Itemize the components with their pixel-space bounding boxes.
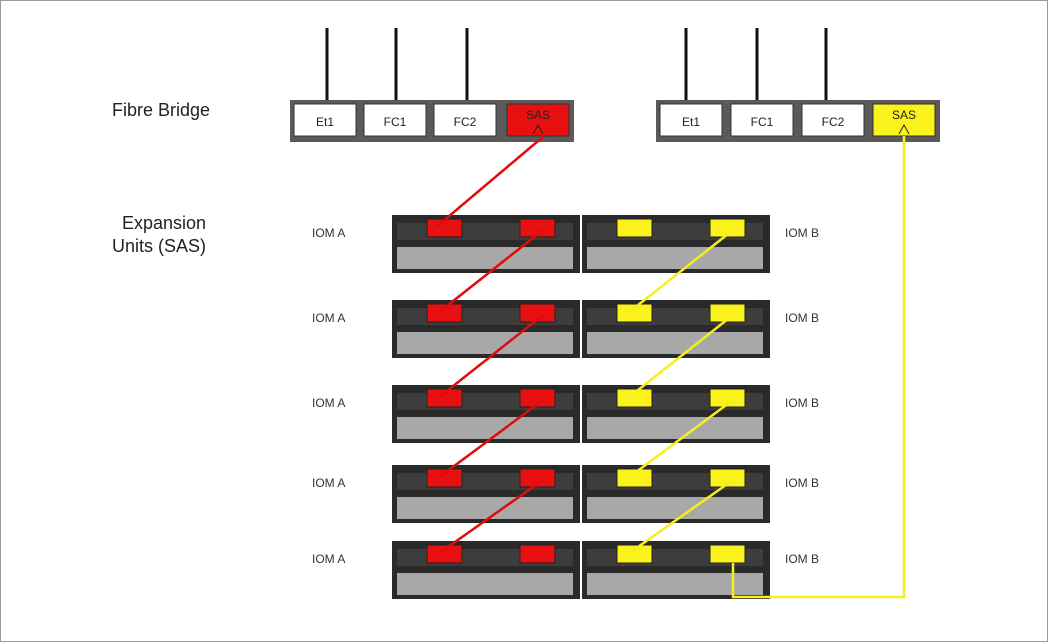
iom-vent bbox=[397, 417, 573, 439]
port-label: FC2 bbox=[454, 115, 477, 129]
iom-b-label: IOM B bbox=[785, 226, 819, 240]
iom-vent bbox=[397, 497, 573, 519]
iom-b-label: IOM B bbox=[785, 476, 819, 490]
iom-b-label: IOM B bbox=[785, 311, 819, 325]
port-label: FC1 bbox=[384, 115, 407, 129]
sas-cabling bbox=[434, 135, 906, 599]
iom-vent bbox=[587, 573, 763, 595]
red-cable-shelf3-to-shelf4 bbox=[437, 398, 544, 480]
port-et1[interactable] bbox=[293, 103, 357, 137]
red-cable-shelf1-to-shelf2 bbox=[437, 229, 544, 314]
port-fc2[interactable] bbox=[433, 103, 497, 137]
iom-a-label: IOM A bbox=[312, 311, 345, 325]
iom-a-label: IOM A bbox=[312, 552, 345, 566]
iom-a-out-port[interactable] bbox=[519, 218, 556, 238]
iom-vent bbox=[397, 573, 573, 595]
iom-b-out-port[interactable] bbox=[709, 388, 746, 408]
fibre-bridge-label: Fibre Bridge bbox=[112, 100, 210, 120]
port-label: Et1 bbox=[682, 115, 700, 129]
red-cable-shelf4-to-shelf5 bbox=[437, 478, 544, 556]
port-sas[interactable] bbox=[872, 103, 936, 137]
yellow-cable-shelf3-to-shelf4 bbox=[627, 398, 734, 480]
red-cable-shelf2-to-shelf3 bbox=[437, 314, 544, 399]
iom-a-out-port[interactable] bbox=[519, 388, 556, 408]
iom-vent bbox=[397, 247, 573, 269]
iom-a-in-port[interactable] bbox=[426, 303, 463, 323]
iom-a-in-port[interactable] bbox=[426, 218, 463, 238]
sas-triangle-icon bbox=[898, 123, 910, 135]
iom-vent bbox=[587, 417, 763, 439]
iom-b-label: IOM B bbox=[785, 552, 819, 566]
iom-a-label: IOM A bbox=[312, 226, 345, 240]
port-label: FC1 bbox=[751, 115, 774, 129]
iom-vent bbox=[587, 247, 763, 269]
iom-b-out-port[interactable] bbox=[709, 303, 746, 323]
iom-b-out-port[interactable] bbox=[709, 468, 746, 488]
iom-a-out-port[interactable] bbox=[519, 303, 556, 323]
port-fc2[interactable] bbox=[801, 103, 865, 137]
port-fc1[interactable] bbox=[363, 103, 427, 137]
iom-b-in-port[interactable] bbox=[616, 544, 653, 564]
port-label: SAS bbox=[892, 108, 916, 122]
iom-b-in-port[interactable] bbox=[616, 388, 653, 408]
iom-a-in-port[interactable] bbox=[426, 544, 463, 564]
yellow-cable-shelf2-to-shelf3 bbox=[627, 314, 734, 399]
iom-a-out-port[interactable] bbox=[519, 468, 556, 488]
fibre-bridge-2: Et1 FC1 FC2 SAS bbox=[656, 28, 940, 142]
iom-b-in-port[interactable] bbox=[616, 218, 653, 238]
iom-b-label: IOM B bbox=[785, 396, 819, 410]
yellow-cable-shelf1-to-shelf2 bbox=[627, 229, 734, 314]
port-sas[interactable] bbox=[506, 103, 570, 137]
expansion-shelf-2: IOM A IOM B bbox=[312, 300, 819, 358]
expansion-label-line2: Units (SAS) bbox=[112, 236, 206, 256]
iom-a-in-port[interactable] bbox=[426, 468, 463, 488]
iom-b-out-port[interactable] bbox=[709, 544, 746, 564]
iom-b-in-port[interactable] bbox=[616, 303, 653, 323]
iom-a-label: IOM A bbox=[312, 396, 345, 410]
iom-a-label: IOM A bbox=[312, 476, 345, 490]
expansion-shelf-1: IOM A IOM B bbox=[312, 215, 819, 273]
yellow-cable-bridge-to-shelf5 bbox=[731, 136, 906, 599]
port-label: Et1 bbox=[316, 115, 334, 129]
iom-vent bbox=[397, 332, 573, 354]
red-cable-bridge-to-shelf1 bbox=[434, 135, 545, 229]
port-fc1[interactable] bbox=[730, 103, 794, 137]
expansion-label-line1: Expansion bbox=[122, 213, 206, 233]
iom-vent bbox=[587, 332, 763, 354]
expansion-shelf-5: IOM A IOM B bbox=[312, 541, 819, 599]
iom-vent bbox=[587, 497, 763, 519]
yellow-cable-shelf4-to-shelf5 bbox=[627, 478, 734, 556]
port-et1[interactable] bbox=[659, 103, 723, 137]
expansion-shelf-3: IOM A IOM B bbox=[312, 385, 819, 443]
iom-a-in-port[interactable] bbox=[426, 388, 463, 408]
iom-b-out-port[interactable] bbox=[709, 218, 746, 238]
port-label: FC2 bbox=[822, 115, 845, 129]
port-label: SAS bbox=[526, 108, 550, 122]
sas-triangle-icon bbox=[532, 123, 544, 135]
iom-b-in-port[interactable] bbox=[616, 468, 653, 488]
iom-a-out-port[interactable] bbox=[519, 544, 556, 564]
expansion-shelf-4: IOM A IOM B bbox=[312, 465, 819, 523]
fibre-bridge-1: Et1 FC1 FC2 SAS bbox=[290, 28, 574, 142]
